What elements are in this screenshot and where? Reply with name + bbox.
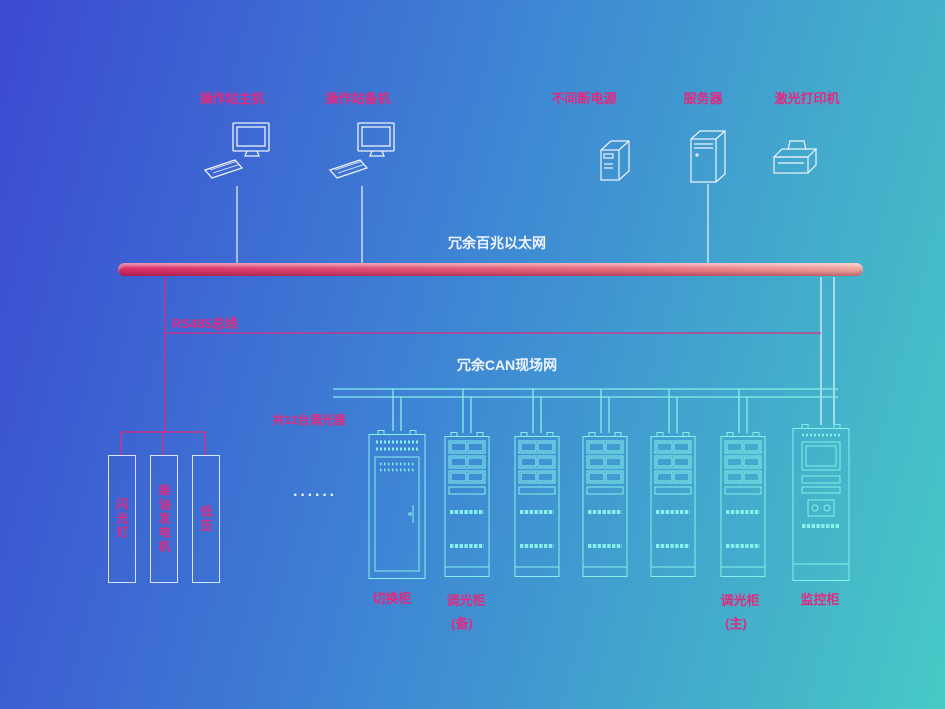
monitor-cabinet-label: 监控柜 — [800, 592, 840, 607]
operator-station-host-icon — [203, 122, 279, 188]
dimmer-count-label: 共12台调光器 — [272, 413, 346, 427]
dimmer-cabinet-icon — [444, 432, 490, 578]
load-diesel-generator: 柴油发电机 — [150, 455, 178, 583]
operator-station-backup-label: 操作站备机 — [325, 91, 391, 106]
dimmer-cabinet-icon — [514, 432, 560, 578]
ethernet-drop-lines — [236, 184, 835, 425]
load-flash-lamp-label: 闪光灯 — [115, 498, 129, 540]
switch-cabinet-label: 切换柜 — [372, 591, 412, 606]
rs485-bus-label: RS485总线 — [172, 316, 238, 331]
dimmer-cabinet-icon — [650, 432, 696, 578]
dimmer-cabinet-icon — [720, 432, 766, 578]
can-bus-label: 冗余CAN现场网 — [456, 357, 558, 373]
ellipsis-label: ······ — [293, 487, 337, 504]
ups-label: 不间断电源 — [551, 91, 617, 106]
ups-icon — [598, 138, 632, 186]
can-bus-lines — [333, 388, 838, 433]
load-diesel-generator-label: 柴油发电机 — [157, 484, 171, 554]
load-low-voltage: 低压 — [192, 455, 220, 583]
server-icon — [688, 128, 728, 184]
operator-station-host-label: 操作站主机 — [199, 91, 265, 106]
ethernet-bus-label: 冗余百兆以太网 — [448, 235, 546, 251]
laser-printer-label: 激光打印机 — [774, 91, 840, 106]
dimmer-cabinet-icon — [582, 432, 628, 578]
load-flash-lamp: 闪光灯 — [108, 455, 136, 583]
rs485-lines — [120, 277, 821, 455]
load-low-voltage-label: 低压 — [199, 505, 213, 533]
ethernet-bus-bar — [118, 263, 863, 276]
printer-icon — [768, 138, 824, 184]
monitor-cabinet-icon — [792, 424, 850, 582]
operator-station-backup-icon — [328, 122, 404, 188]
dimmer-cabinet-backup-label: 调光柜 — [446, 593, 486, 608]
dimmer-cabinet-main-label: 调光柜 — [720, 593, 760, 608]
dimmer-cabinet-main-sublabel: (主) — [725, 616, 747, 631]
dimmer-cabinet-backup-sublabel: (备) — [451, 616, 473, 631]
switch-cabinet-icon — [368, 430, 426, 580]
server-label: 服务器 — [683, 91, 723, 106]
